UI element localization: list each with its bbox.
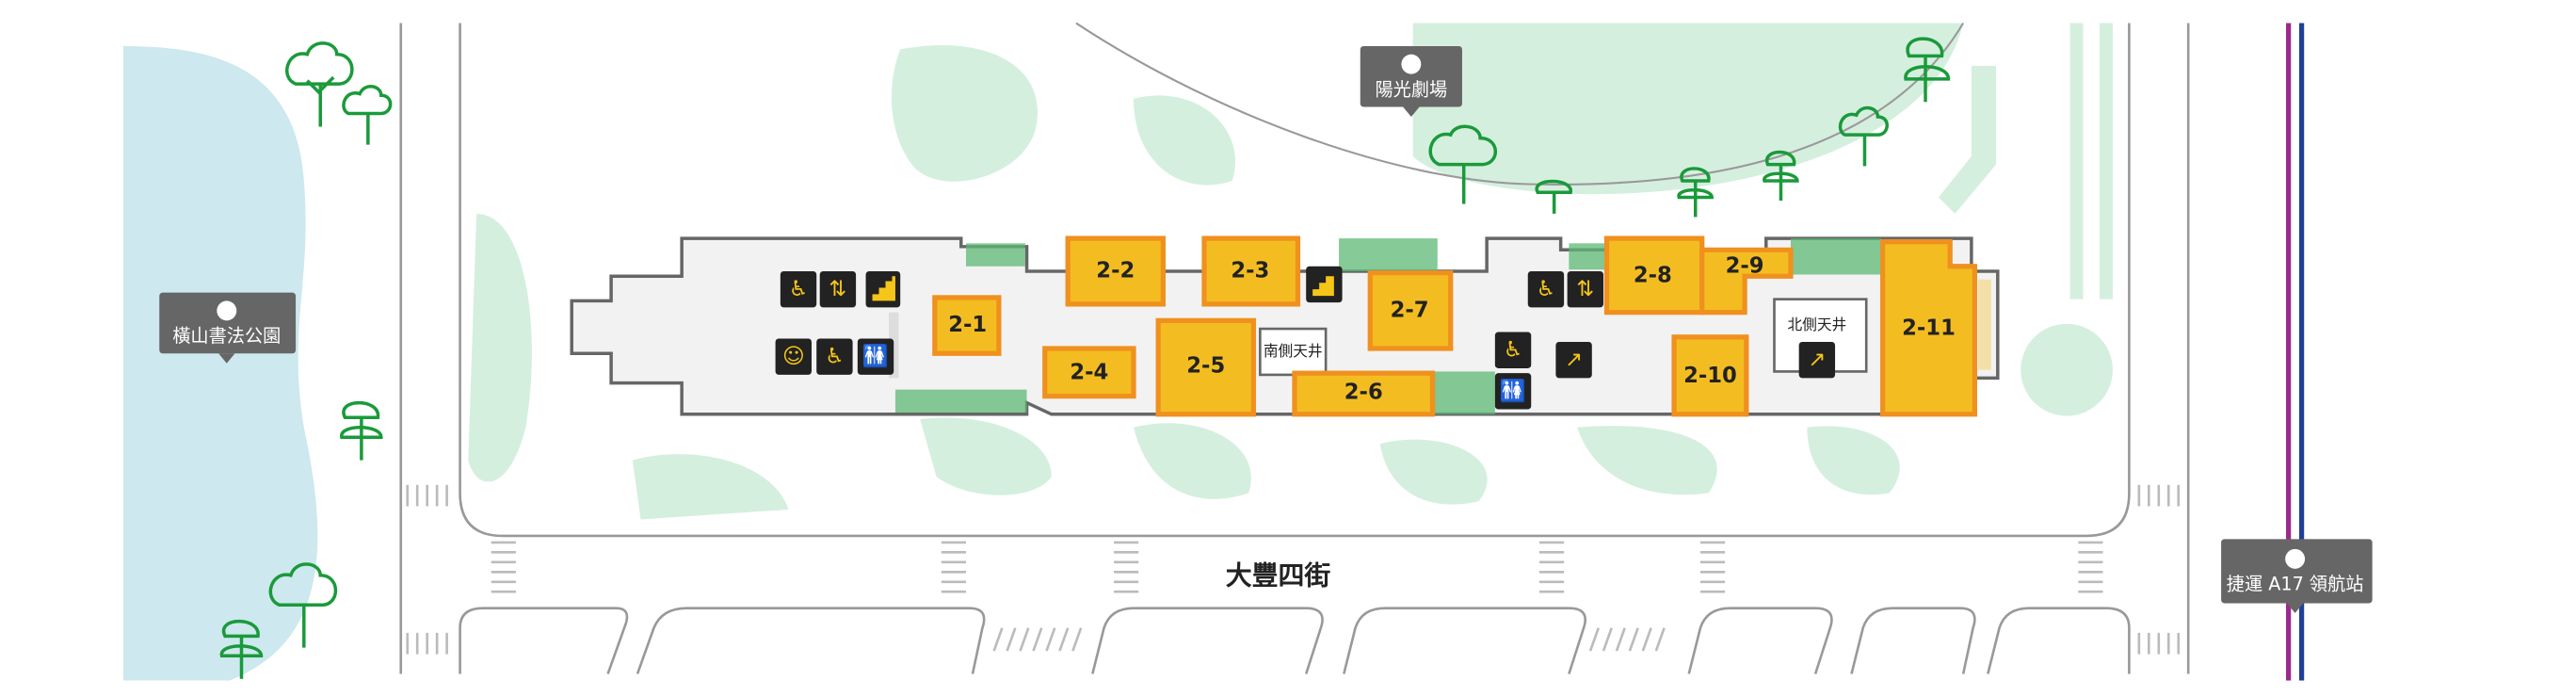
svg-text:2-4: 2-4 (1070, 361, 1108, 385)
theater-icon (1401, 54, 1422, 74)
escalator-icon[interactable]: ↗ (1798, 342, 1836, 379)
svg-text:2-9: 2-9 (1726, 253, 1764, 278)
svg-text:2-10: 2-10 (1683, 364, 1737, 388)
street-name: 大豐四街 (1226, 560, 1331, 592)
shop-2-1[interactable]: 2-1 (932, 295, 1002, 356)
planters (894, 238, 1881, 414)
svg-text:2-6: 2-6 (1344, 381, 1383, 405)
svg-text:2-8: 2-8 (1634, 264, 1672, 288)
shop-2-10[interactable]: 2-10 (1671, 334, 1749, 417)
accessible-elevator-icon[interactable]: ♿ (1527, 270, 1565, 308)
mrt-icon (2285, 548, 2306, 569)
green-areas (468, 23, 2113, 520)
lake (122, 45, 318, 681)
svg-text:2-3: 2-3 (1231, 258, 1269, 283)
svg-text:2-2: 2-2 (1096, 258, 1135, 283)
site-boundary (459, 23, 2131, 538)
theater-arc (1075, 22, 1965, 186)
svg-text:陽光劇場: 陽光劇場 (1375, 78, 1447, 100)
accessible-elevator-icon[interactable]: ♿ (780, 270, 817, 308)
shop-2-3[interactable]: 2-3 (1201, 235, 1301, 307)
parking-lots (459, 607, 2131, 674)
shop-2-2[interactable]: 2-2 (1065, 235, 1167, 307)
svg-text:♿: ♿ (825, 345, 844, 369)
shop-2-5[interactable]: 2-5 (1155, 317, 1256, 417)
svg-text:2-11: 2-11 (1902, 316, 1956, 341)
svg-text:⇅: ⇅ (1576, 277, 1594, 301)
svg-text:2-7: 2-7 (1391, 298, 1429, 322)
accessible-restroom-icon[interactable]: ♿ (1494, 332, 1532, 368)
crosswalks (406, 484, 2181, 655)
theater-callout[interactable]: 陽光劇場 (1360, 45, 1462, 117)
svg-text:↗: ↗ (1565, 348, 1583, 372)
restroom-icon[interactable]: 🚻 (1494, 373, 1532, 410)
stairs-icon[interactable] (1306, 266, 1343, 303)
svg-text:2-1: 2-1 (948, 313, 987, 337)
park-callout[interactable]: 橫山書法公園 (159, 292, 297, 364)
shop-2-7[interactable]: 2-7 (1367, 270, 1454, 351)
balcony (1977, 279, 1991, 370)
tree-icons (219, 37, 1951, 679)
restroom-icon[interactable]: 🚻 (857, 338, 894, 375)
svg-text:♿: ♿ (1504, 338, 1522, 363)
north-atrium-label: 北側天井 (1787, 316, 1846, 333)
shop-2-6[interactable]: 2-6 (1292, 370, 1436, 417)
nursing-room-icon[interactable]: ☺ (775, 338, 812, 375)
mrt-callout[interactable]: 捷運 A17 領航站 (2221, 539, 2373, 613)
park-icon (217, 300, 237, 321)
svg-text:2-5: 2-5 (1186, 354, 1225, 379)
south-atrium (1259, 327, 1328, 377)
svg-text:↗: ↗ (1808, 348, 1826, 372)
svg-text:♿: ♿ (789, 277, 808, 301)
escalator-icon[interactable]: ↗ (1555, 342, 1592, 379)
elevator-icon[interactable]: ⇅ (1567, 270, 1604, 308)
accessible-restroom-icon[interactable]: ♿ (816, 338, 853, 375)
svg-text:⇅: ⇅ (829, 277, 846, 301)
stairs-icon[interactable] (865, 270, 901, 308)
shop-2-9[interactable]: 2-9 (1699, 247, 1794, 316)
svg-text:橫山書法公園: 橫山書法公園 (172, 325, 281, 347)
svg-text:捷運 A17 領航站: 捷運 A17 領航站 (2227, 574, 2364, 595)
svg-text:☺: ☺ (782, 345, 805, 369)
south-atrium-label: 南側天井 (1264, 342, 1323, 360)
shop-2-11[interactable]: 2-11 (1880, 238, 1977, 417)
svg-text:🚻: 🚻 (862, 344, 889, 369)
elevator-icon[interactable]: ⇅ (819, 270, 857, 308)
shop-2-4[interactable]: 2-4 (1042, 346, 1136, 399)
svg-text:🚻: 🚻 (1500, 378, 1526, 403)
svg-text:♿: ♿ (1537, 277, 1555, 301)
shop-2-8[interactable]: 2-8 (1603, 235, 1705, 316)
